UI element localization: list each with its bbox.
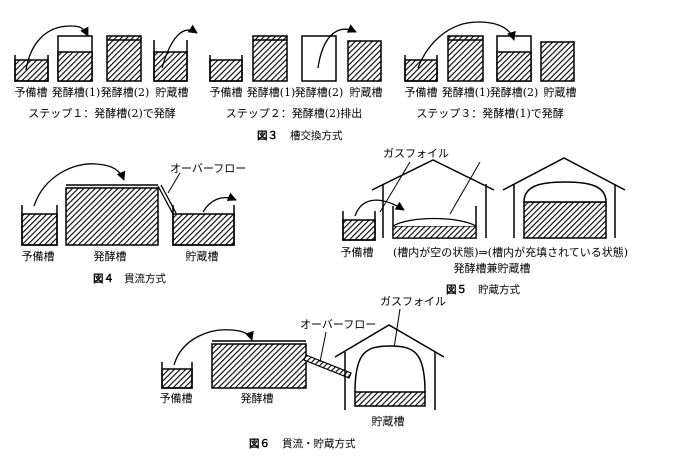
label-fermenter: 発酵槽 <box>241 391 274 405</box>
gas-foil-dome <box>523 181 607 203</box>
label-reserve-tank: 予備槽 <box>405 86 438 99</box>
label-fermenter-1: 発酵槽(1) <box>442 85 491 99</box>
reserve-tank-outline <box>161 362 193 389</box>
overflow-leader <box>319 331 327 363</box>
label-fermenter-2: 発酵槽(2) <box>295 85 344 99</box>
transfer-arrow <box>202 192 237 213</box>
house-roof <box>371 159 495 238</box>
label-fermenter-1: 発酵槽(1) <box>247 85 296 99</box>
figure-caption: 貯蔵方式 <box>478 283 520 296</box>
storage-house <box>334 324 445 410</box>
step-label: ステップ２：発酵槽(2)排出 <box>226 106 363 120</box>
transfer-arrow <box>25 25 89 71</box>
storage-tank <box>347 40 382 82</box>
transfer-arrow <box>354 199 405 217</box>
figure-number: 図６ <box>249 438 270 450</box>
label-fermenter-2: 発酵槽(2) <box>490 85 539 99</box>
state-text: (槽内が空の状態)⇒(槽内が充填されている状態) <box>393 245 628 259</box>
reserve-tank-outline <box>209 55 243 82</box>
figure-caption: 槽交換方式 <box>290 129 343 142</box>
transfer-arrow <box>173 329 254 366</box>
overflow-label: オーバーフロー <box>170 162 246 175</box>
transfer-arrow <box>417 21 516 69</box>
label-storage-tank: 貯蔵槽 <box>544 86 577 99</box>
figure-5: ガスフォイル 予備槽 (槽内が空の状態)⇒(槽内が充填されている状態) 発酵槽兼… <box>341 147 629 296</box>
gas-foil-dome <box>354 345 426 393</box>
fermenter-tank <box>211 343 307 389</box>
reserve-tank <box>404 59 438 82</box>
label-fermenter-2: 発酵槽(2) <box>101 85 150 99</box>
storage-tank <box>540 41 575 82</box>
storage-tank-outline <box>172 205 235 246</box>
fermenter-2-tank-empty <box>301 35 337 82</box>
overflow-leader <box>167 172 181 194</box>
figure-6: オーバーフロー ガスフォイル 予備槽 発酵槽 貯蔵槽 図６ 貫流・貯蔵方式 <box>160 295 447 450</box>
transfer-arrow <box>33 163 126 207</box>
combined-tank-empty <box>371 159 495 239</box>
overflow-label: オーバーフロー <box>300 318 376 331</box>
storage-tank <box>153 51 188 82</box>
step-label: ステップ１：発酵槽(2)で発酵 <box>28 106 176 120</box>
figure-4: オーバーフロー 予備槽 発酵槽 貯蔵槽 図４ 貫流方式 <box>21 162 246 285</box>
gas-foil-leader <box>379 161 411 213</box>
tank-fill <box>392 225 477 239</box>
combined-tank-label: 発酵槽兼貯蔵槽 <box>454 261 531 275</box>
label-reserve-tank: 予備槽 <box>160 392 193 405</box>
fig3-panel-2: 予備槽 発酵槽(1) 発酵槽(2) 貯蔵槽 ステップ２：発酵槽(2)排出 <box>209 24 383 120</box>
fermenter-2-fill <box>496 51 532 82</box>
figure-number: 図３ <box>257 130 278 142</box>
reserve-tank <box>209 59 243 82</box>
reserve-tank-outline <box>404 55 438 82</box>
tank-fill <box>354 391 426 407</box>
storage-tank <box>172 213 235 246</box>
reserve-tank-outline <box>342 211 376 241</box>
label-storage-tank: 貯蔵槽 <box>156 86 189 99</box>
label-fermenter-1: 発酵槽(1) <box>52 85 101 99</box>
reserve-tank <box>21 213 58 246</box>
combined-tank-full <box>502 157 626 239</box>
fermenter-tank <box>65 187 159 246</box>
reserve-tank <box>342 219 376 241</box>
fig3-panel-1: 予備槽 発酵槽(1) 発酵槽(2) 貯蔵槽 ステップ１：発酵槽(2)で発酵 <box>14 24 198 120</box>
overflow-pipe <box>303 354 352 379</box>
discharge-arrow <box>317 24 357 69</box>
fermenter-1-fill <box>57 51 93 82</box>
figure-caption: 貫流方式 <box>124 272 166 285</box>
gas-foil-flat <box>392 217 477 227</box>
fig3-panel-3: 予備槽 発酵槽(1) 発酵槽(2) 貯蔵槽 ステップ３：発酵槽(1)で発酵 <box>404 21 577 120</box>
storage-tank-outline <box>153 40 188 82</box>
house-roof <box>334 324 445 410</box>
gas-foil-leader <box>393 308 401 349</box>
tank-fill <box>523 201 607 239</box>
reserve-tank-outline <box>21 205 58 246</box>
figure-caption: 貫流・貯蔵方式 <box>282 437 356 450</box>
label-storage-tank: 貯蔵槽 <box>372 415 405 428</box>
transfer-arrow <box>161 24 198 69</box>
gas-foil-label: ガスフォイル <box>380 295 446 308</box>
figure-3: 予備槽 発酵槽(1) 発酵槽(2) 貯蔵槽 ステップ１：発酵槽(2)で発酵 予備… <box>14 21 577 142</box>
step-label: ステップ３：発酵槽(1)で発酵 <box>416 106 564 120</box>
label-reserve-tank: 予備槽 <box>15 86 48 99</box>
gas-foil-leader <box>449 161 481 215</box>
label-reserve-tank: 予備槽 <box>341 246 374 259</box>
label-reserve-tank: 予備槽 <box>22 250 55 263</box>
label-storage-tank: 貯蔵槽 <box>350 86 383 99</box>
figure-number: 図４ <box>93 273 114 285</box>
figure-number: 図５ <box>446 284 467 296</box>
house-roof <box>502 157 626 238</box>
fermenter-2-tank <box>106 35 142 82</box>
reserve-tank <box>161 368 193 389</box>
label-fermenter: 発酵槽 <box>94 249 127 263</box>
label-reserve-tank: 予備槽 <box>210 86 243 99</box>
reserve-tank-outline <box>14 55 49 82</box>
fermenter-1-tank <box>447 35 484 82</box>
label-storage-tank: 貯蔵槽 <box>186 250 219 263</box>
gas-foil-label: ガスフォイル <box>383 147 449 160</box>
fermenter-1-tank <box>252 35 288 82</box>
reserve-tank <box>14 59 49 82</box>
